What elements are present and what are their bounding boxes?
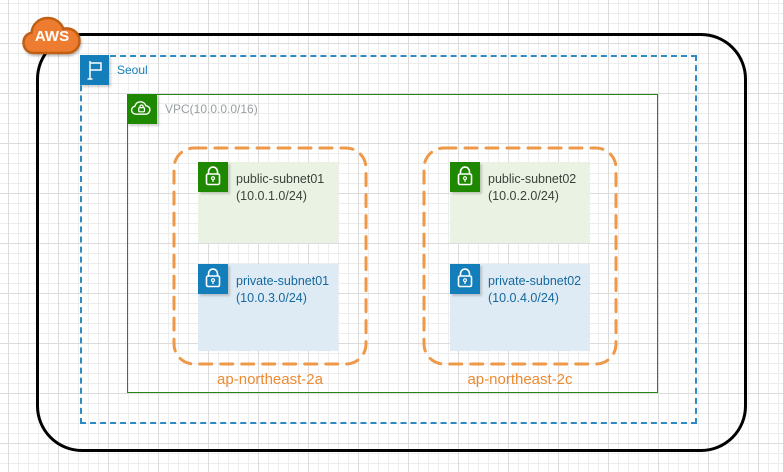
subnet-cidr: (10.0.2.0/24) [488,188,559,203]
public-subnet-lock-icon [198,162,228,192]
public-subnet01-box[interactable]: public-subnet01 (10.0.1.0/24) [198,162,338,243]
vpc-cloud-lock-icon [127,94,157,124]
subnet-cidr: (10.0.3.0/24) [236,290,307,305]
subnet-name: public-subnet02 [488,172,577,186]
region-box-seoul[interactable] [80,55,697,424]
subnet-cidr: (10.0.4.0/24) [488,290,559,305]
vpc-label: VPC(10.0.0.0/16) [165,102,258,116]
az-dashed-border [172,146,368,366]
private-subnet01-box[interactable]: private-subnet01 (10.0.3.0/24) [198,264,338,351]
az-label-ap-northeast-2a: ap-northeast-2a [217,371,323,388]
region-label: Seoul [117,63,148,77]
vpc-box[interactable] [127,94,658,393]
public-subnet02-box[interactable]: public-subnet02 (10.0.2.0/24) [450,162,590,243]
cloud-shape-icon [22,16,81,55]
private-subnet-lock-icon [450,264,480,294]
public-subnet-lock-icon [450,162,480,192]
region-flag-icon [80,55,109,85]
az-box-ap-northeast-2a[interactable] [172,146,368,366]
az-label-ap-northeast-2c: ap-northeast-2c [467,371,573,388]
private-subnet02-box[interactable]: private-subnet02 (10.0.4.0/24) [450,264,590,351]
subnet-name: public-subnet01 [236,172,325,186]
subnet-cidr: (10.0.1.0/24) [236,188,307,203]
subnet-name: private-subnet02 [488,274,582,288]
aws-cloud-icon[interactable]: AWS [21,9,87,63]
az-dashed-border [422,146,618,366]
private-subnet-lock-icon [198,264,228,294]
aws-cloud-boundary[interactable] [36,33,747,452]
subnet-name: private-subnet01 [236,274,330,288]
az-box-ap-northeast-2c[interactable] [422,146,618,366]
aws-cloud-label: AWS [34,28,70,45]
